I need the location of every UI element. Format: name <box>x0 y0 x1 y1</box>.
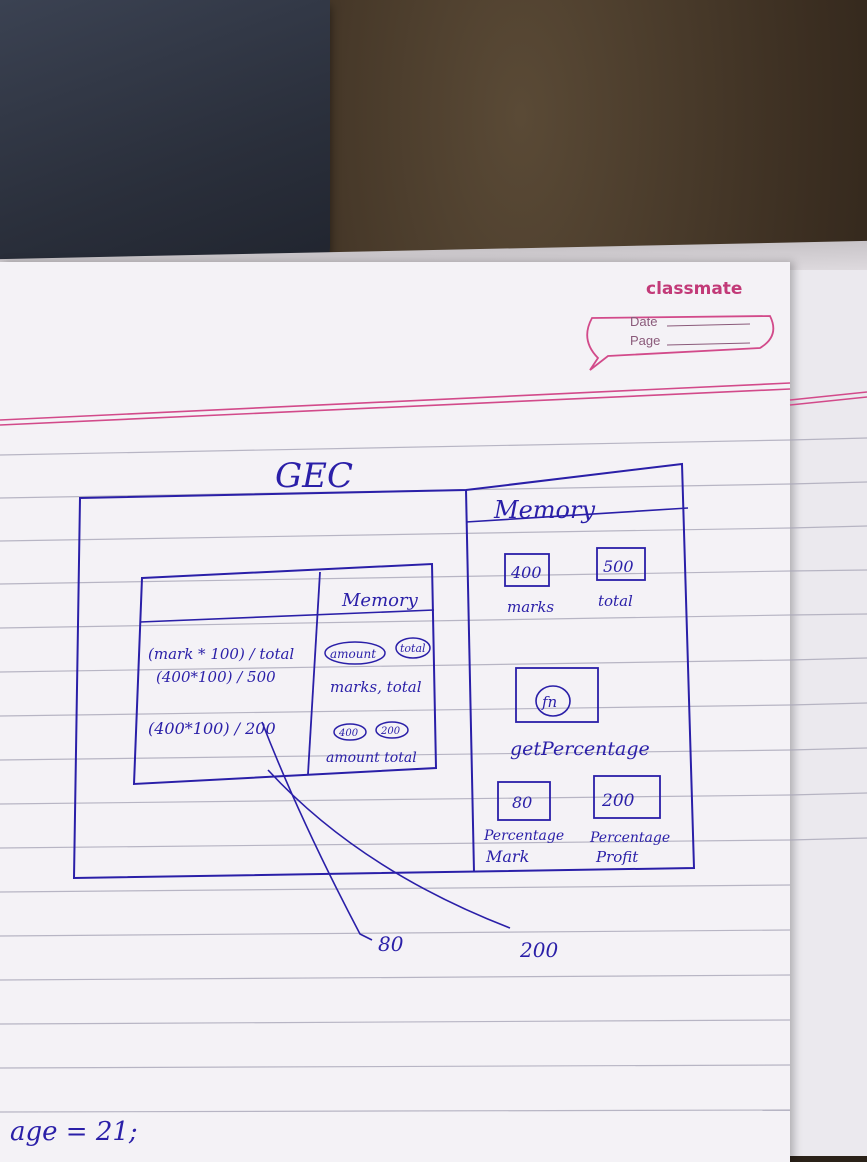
function-cell-value: fn <box>541 693 557 711</box>
notebook-right-page <box>775 270 867 1156</box>
memory-cell-total-value: 500 <box>603 557 634 576</box>
inner-value-400: 400 <box>338 728 359 739</box>
memory-header-line <box>465 507 689 523</box>
outer-memory-title: Memory <box>493 496 595 524</box>
result-mark-box <box>497 781 551 821</box>
brand-logo: classmate <box>646 279 742 299</box>
value-oval-200 <box>375 721 409 739</box>
bottom-code-line: age = 21; <box>10 1117 138 1147</box>
page-line <box>666 342 751 346</box>
ruled-lines <box>0 437 867 1113</box>
inner-memory-title: Memory <box>341 590 419 611</box>
code-line-3: (400*100) / 200 <box>148 719 276 738</box>
return-arrow-200 <box>267 769 511 929</box>
result-mark-value: 80 <box>512 793 532 812</box>
result-mark-label-1: Percentage <box>483 828 564 844</box>
param-amount: amount <box>330 647 376 661</box>
inner-value-200: 200 <box>380 726 401 737</box>
param-total: total <box>400 642 426 655</box>
function-oval <box>535 685 571 717</box>
brand-banner-icon <box>586 315 775 371</box>
date-label: Date <box>630 314 657 329</box>
result-profit-box <box>593 775 661 819</box>
inner-divider <box>307 571 321 775</box>
memory-cell-marks-value: 400 <box>510 563 542 582</box>
param-oval-total <box>395 637 431 659</box>
memory-divider <box>465 489 475 873</box>
inner-values-line: amount total <box>326 750 417 766</box>
param-names-line: marks, total <box>330 678 422 696</box>
page-label: Page <box>630 333 660 348</box>
notebook-page <box>0 262 790 1162</box>
result-profit-value: 200 <box>601 791 635 811</box>
result-profit-label-2: Profit <box>595 848 639 866</box>
header-margin-lines <box>0 382 867 426</box>
output-200: 200 <box>519 938 558 962</box>
value-oval-400 <box>333 723 367 741</box>
inner-header-line <box>139 609 435 623</box>
code-line-1: (mark * 100) / total <box>148 645 294 663</box>
tablet-device <box>0 0 330 275</box>
memory-cell-total-label: total <box>598 592 633 610</box>
memory-cell-marks-box <box>504 553 550 587</box>
result-profit-label-1: Percentage <box>589 830 670 846</box>
memory-cell-marks-label: marks <box>507 598 554 616</box>
function-cell-box <box>515 667 599 723</box>
return-arrow-80 <box>261 721 373 941</box>
function-exec-box <box>132 562 438 786</box>
function-cell-label: getPercentage <box>510 738 650 760</box>
memory-cell-total-box <box>596 547 646 581</box>
output-80: 80 <box>378 932 404 956</box>
date-line <box>666 323 751 327</box>
result-mark-label-2: Mark <box>485 847 529 866</box>
param-oval-amount <box>324 641 386 665</box>
code-line-2: (400*100) / 500 <box>156 668 276 686</box>
gec-title: GEC <box>275 456 353 496</box>
gec-box <box>72 462 696 880</box>
